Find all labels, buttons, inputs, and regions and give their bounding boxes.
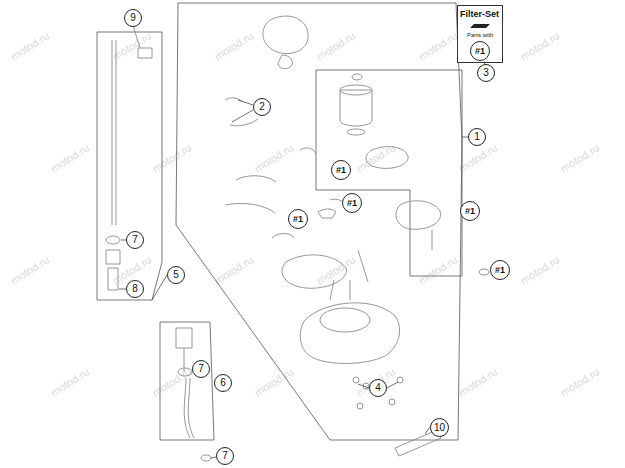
callout-text: 7 [222,451,228,461]
leader-line [119,289,126,290]
watermark: motod.ru [48,141,91,174]
leader-line [387,382,398,388]
callout-number: 7 [126,231,144,249]
kit-marker-text: #1 [293,215,303,224]
watermark: motod.ru [212,29,255,62]
watermark: motod.ru [416,29,459,62]
watermark: motod.ru [518,253,561,286]
callout-text: 8 [132,284,138,294]
callout-number: 7 [192,360,210,378]
callout-text: 1 [474,132,480,142]
watermark: motod.ru [150,365,193,398]
leader-line [232,110,253,122]
kit-marker-text: #1 [495,266,505,275]
callout-number: 5 [167,266,185,284]
panel-outline [176,3,462,440]
leader-line [358,384,369,388]
callout-number: 4 [369,379,387,397]
watermark: motod.ru [48,365,91,398]
callout-text: 6 [220,378,226,388]
callout-text: 7 [198,364,204,374]
watermark: motod.ru [252,141,295,174]
watermark: motod.ru [150,141,193,174]
kit-marker: #1 [331,160,351,180]
callout-number: 10 [430,418,449,437]
callout-number: 1 [468,128,486,146]
watermark: motod.ru [456,365,499,398]
watermark: motod.ru [314,29,357,62]
kit-marker: #1 [288,209,308,229]
callout-text: 10 [434,423,445,433]
callout-text: 7 [132,235,138,245]
callout-text: 5 [173,270,179,280]
watermark: motod.ru [558,141,601,174]
leader-line [238,100,253,105]
callout-number: 8 [126,280,144,298]
callout-text: 3 [483,68,489,78]
panel-outline [178,3,456,4]
callout-number: 3 [477,64,495,82]
callout-text: 4 [375,383,381,393]
panel-outline [97,32,162,300]
kit-title: Filter-Set [460,10,499,19]
callout-number: 7 [216,447,234,465]
watermark: motod.ru [558,365,601,398]
watermark: motod.ru [456,141,499,174]
watermark: motod.ru [8,29,51,62]
watermark: motod.ru [314,253,357,286]
watermark: motod.ru [8,253,51,286]
panel-outline [316,70,462,276]
brand-mark [468,23,492,29]
panel-outline [160,322,214,440]
callout-text: 2 [259,102,265,112]
callout-number: 9 [124,9,142,27]
leader-line [152,275,167,300]
watermark: motod.ru [212,253,255,286]
kit-marker-text: #1 [336,166,346,175]
kit-marker-text: #1 [465,207,475,216]
kit-marker-text: #1 [347,199,357,208]
kit-marker: #1 [342,193,362,213]
callout-number: 6 [214,374,232,392]
watermark: motod.ru [518,29,561,62]
kit-marker-text: #1 [475,47,485,56]
kit-marker: #1 [460,201,480,221]
callout-text: 9 [130,13,136,23]
callout-number: 2 [253,98,271,116]
kit-marker: #1 [490,260,510,280]
filter-set-box: Filter-SetParts with #1 [457,5,503,63]
watermark: motod.ru [416,253,459,286]
kit-note: Parts with [467,32,493,38]
kit-marker: #1 [470,41,490,61]
